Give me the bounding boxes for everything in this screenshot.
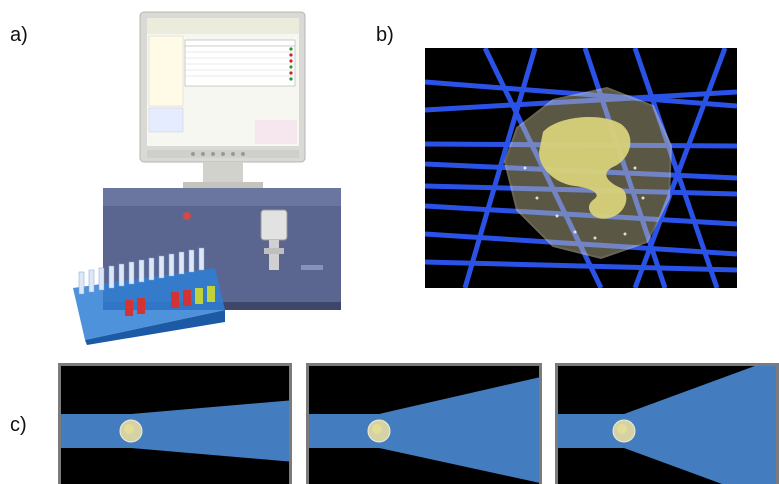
- flow-cytometer-illustration: [65, 10, 355, 345]
- monitor: [139, 11, 306, 190]
- sample-tube-rack: [73, 247, 225, 345]
- laser-beams: [425, 48, 737, 288]
- laser-scene: [425, 48, 737, 288]
- light-beam: [61, 400, 289, 462]
- cell: [503, 86, 673, 260]
- light-beam: [309, 377, 539, 483]
- instrument-drawing: [73, 11, 341, 345]
- scatter-frame-2: [306, 363, 542, 484]
- cell-laser-illustration: [425, 48, 737, 288]
- panel-label-a: a): [10, 24, 28, 46]
- panel-label-c: c): [10, 414, 27, 436]
- scatter-frame-3: [555, 363, 779, 484]
- nucleus: [539, 117, 631, 219]
- scatter-frame-1: [58, 363, 292, 484]
- panel-label-b: b): [376, 24, 394, 46]
- light-beam: [558, 366, 776, 484]
